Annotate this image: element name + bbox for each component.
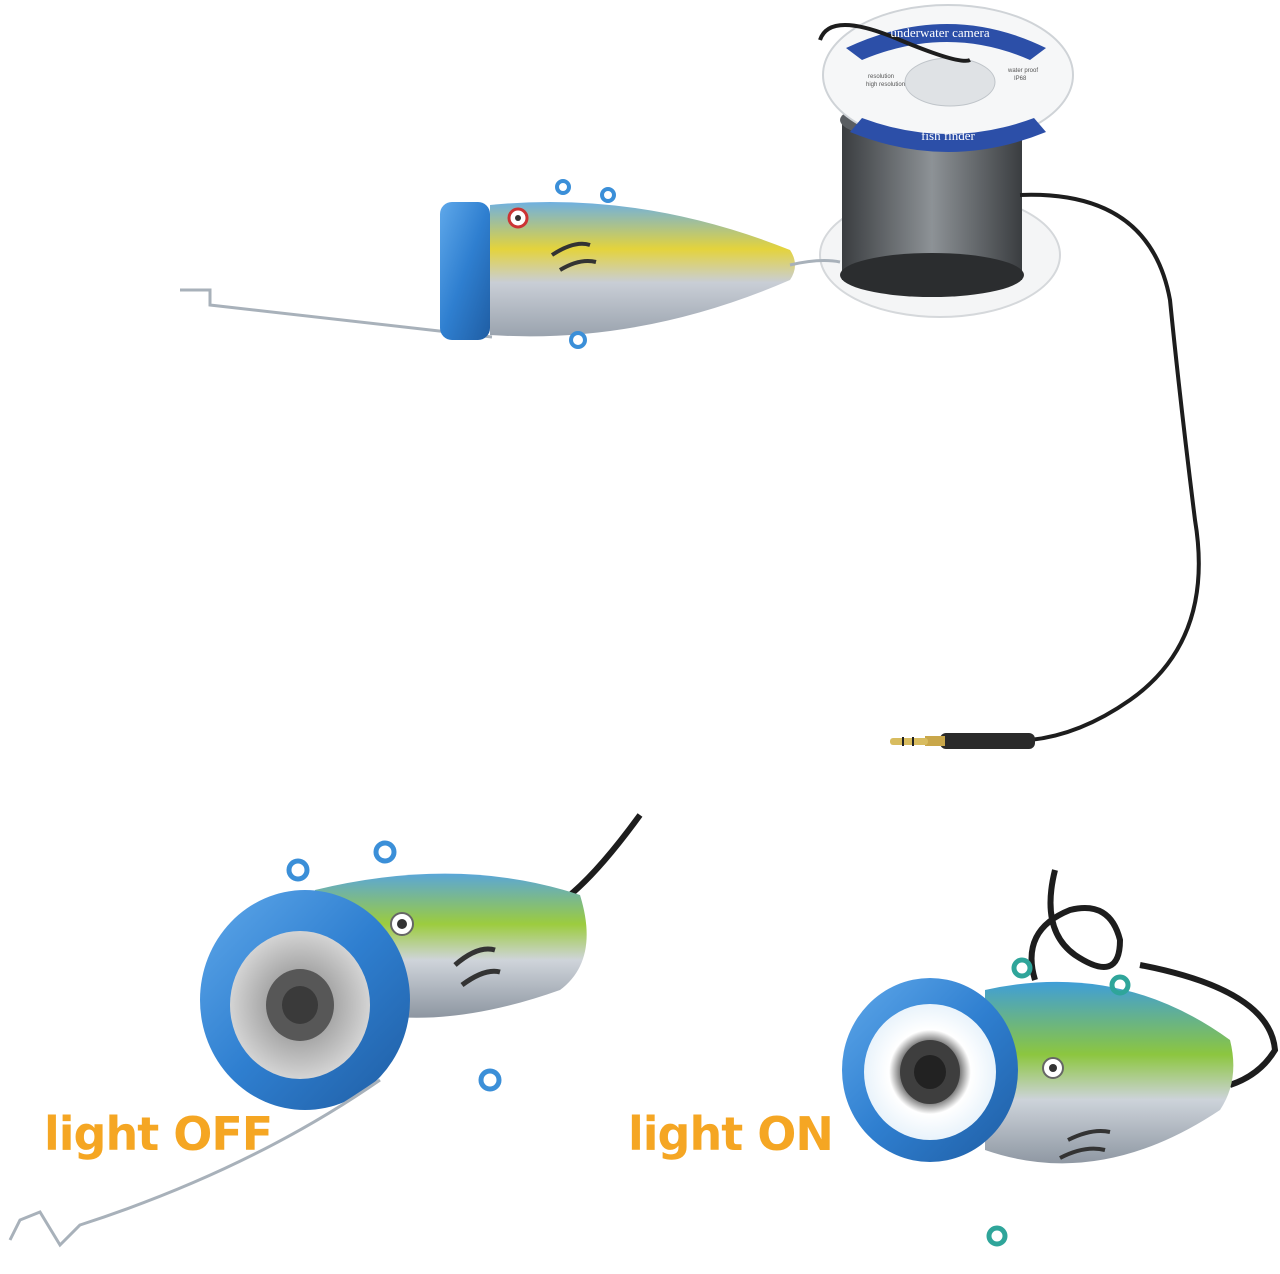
camera-top bbox=[180, 179, 841, 349]
audio-jack bbox=[890, 733, 1035, 749]
cable-spool bbox=[818, 4, 1074, 318]
caption-light-off: light OFF bbox=[44, 1107, 272, 1161]
long-cable bbox=[1019, 192, 1201, 742]
caption-light-on: light ON bbox=[628, 1107, 833, 1161]
spool-left-small-2: high resolution bbox=[866, 82, 905, 88]
camera-light-off bbox=[8, 813, 643, 1248]
spool-left-small-1: resolution bbox=[868, 74, 894, 80]
spool-top-label: underwater camera bbox=[890, 25, 989, 40]
spool-bottom-label: fish finder bbox=[921, 128, 975, 143]
spool-right-small-2: IP68 bbox=[1014, 76, 1027, 82]
spool-right-small-1: water proof bbox=[1007, 68, 1038, 74]
camera-light-on bbox=[842, 869, 1279, 1247]
